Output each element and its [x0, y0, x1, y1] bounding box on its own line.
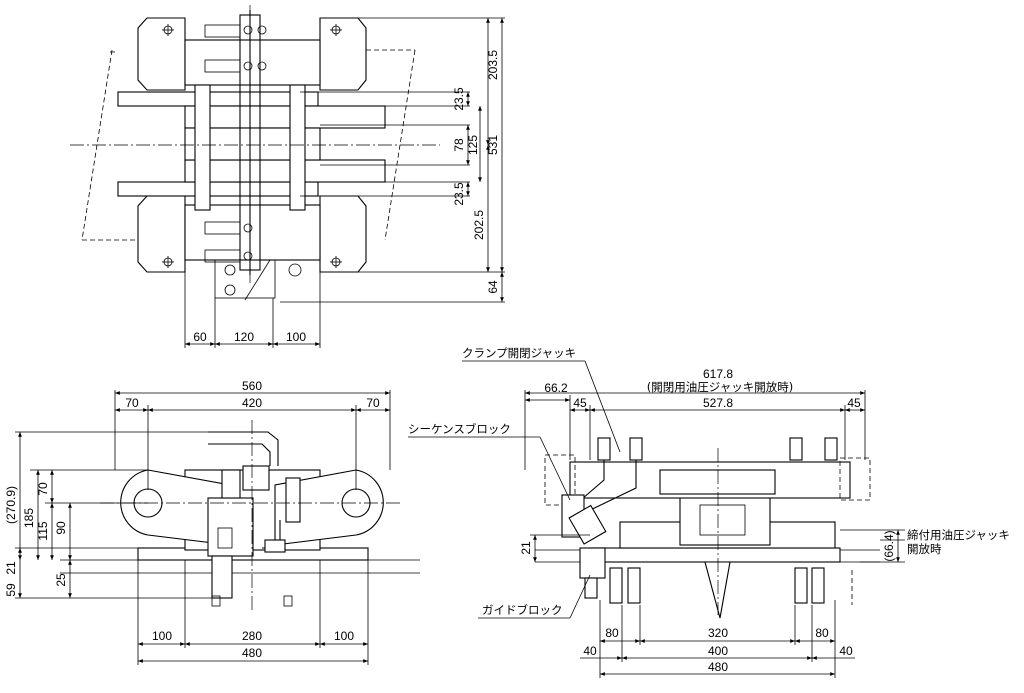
dim-531: 531: [486, 135, 500, 155]
bottom-fittings: [214, 259, 302, 301]
dim-560: 560: [242, 379, 262, 393]
guide-block: [579, 547, 606, 579]
leader-lines: [408, 360, 905, 619]
right-top-plate: [319, 17, 367, 91]
dim-115: 115: [36, 521, 50, 540]
dim-45-left: 45: [573, 396, 587, 410]
dim-420: 420: [242, 396, 262, 410]
front-dim-lines-bottom: [137, 560, 369, 665]
dim-203-5: 203.5: [486, 50, 500, 80]
top-fittings: [204, 24, 267, 263]
dim-21: 21: [4, 561, 18, 575]
dim-40-left: 40: [583, 644, 597, 658]
relief-valve: [285, 477, 301, 523]
sequence-valve: [242, 465, 270, 491]
upper-body: [184, 39, 321, 86]
dim-617-8: 617.8: [703, 367, 733, 381]
dim-480-side: 480: [708, 660, 728, 674]
dim-70-right: 70: [366, 396, 380, 410]
dim-320: 320: [708, 626, 728, 640]
dim-100-left: 100: [152, 629, 172, 643]
dim-185: 185: [22, 508, 36, 528]
dim-480-front: 480: [242, 646, 262, 660]
label-guide-block: ガイドブロック: [482, 603, 563, 617]
dim-90: 90: [54, 521, 68, 535]
dim-59: 59: [4, 583, 18, 597]
left-bottom-plate: [137, 195, 186, 273]
dim-125: 125: [466, 135, 480, 155]
lower-bar: [117, 181, 319, 197]
dim-23-5-bottom: 23.5: [452, 182, 466, 206]
dim-45-right: 45: [847, 396, 861, 410]
right-bar-lower: [184, 159, 386, 183]
valve-block: [207, 497, 254, 557]
dim-66-2: 66.2: [544, 381, 568, 395]
label-tightening-jack-line1: 締付用油圧ジャッキ: [907, 528, 1010, 542]
dim-120: 120: [234, 330, 254, 344]
upper-bar: [117, 91, 319, 107]
front-dim-lines-left: [15, 431, 212, 599]
dim-527-8: 527.8: [703, 396, 733, 410]
side-dim-lines-vertical: [530, 529, 905, 563]
dim-280: 280: [242, 629, 262, 643]
dim-400: 400: [708, 644, 728, 658]
dim-78: 78: [452, 138, 466, 152]
valve-top: [221, 469, 241, 499]
right-bottom-plate: [319, 195, 367, 273]
bolt-holes: [162, 24, 342, 268]
top-dim-lines-bottom: [184, 260, 321, 348]
dim-100: 100: [286, 330, 306, 344]
label-sequence-block: シーケンスブロック: [408, 422, 511, 436]
label-tightening-jack-line2: 開放時: [907, 542, 942, 556]
front-view: (270.9) 185 70 115 90 21 25 59 560 70 42…: [4, 379, 420, 665]
dim-80-left: 80: [605, 626, 619, 640]
label-clamp-jack: クランプ開閉ジャッキ: [462, 346, 576, 360]
top-dim-lines: [280, 17, 505, 303]
side-top-fittings: [597, 437, 838, 461]
dim-25: 25: [54, 573, 68, 587]
dim-202-5: 202.5: [472, 210, 486, 240]
side-view: 617.8 (開閉用油圧ジャッキ開放時) 66.2 45 527.8 45 21…: [408, 346, 1010, 678]
left-top-plate: [137, 17, 186, 91]
dim-100-right: 100: [334, 629, 354, 643]
dim-270-9: (270.9): [4, 486, 18, 524]
side-pipes: [574, 460, 637, 516]
lower-valve: [211, 555, 233, 599]
note-open-jack: (開閉用油圧ジャッキ開放時): [647, 380, 793, 394]
dim-70-left: 70: [125, 396, 139, 410]
dim-23-5-top: 23.5: [452, 87, 466, 111]
dim-64: 64: [486, 280, 500, 294]
front-dim-lines-top: [114, 390, 391, 490]
side-center-block: [679, 494, 771, 546]
dim-40-right: 40: [839, 644, 853, 658]
dim-70-vertical: 70: [36, 482, 50, 496]
dim-21-side: 21: [519, 541, 533, 555]
dim-60: 60: [193, 330, 207, 344]
dim-66-4: (66.4): [882, 530, 896, 561]
side-dim-lines-top: [524, 390, 866, 470]
side-dim-lines-bottom: [580, 600, 855, 678]
dim-80-right: 80: [815, 626, 829, 640]
top-view: 203.5 23.5 78 125 531 23.5 202.5 64 60 1…: [70, 5, 505, 348]
side-base: [589, 547, 841, 563]
